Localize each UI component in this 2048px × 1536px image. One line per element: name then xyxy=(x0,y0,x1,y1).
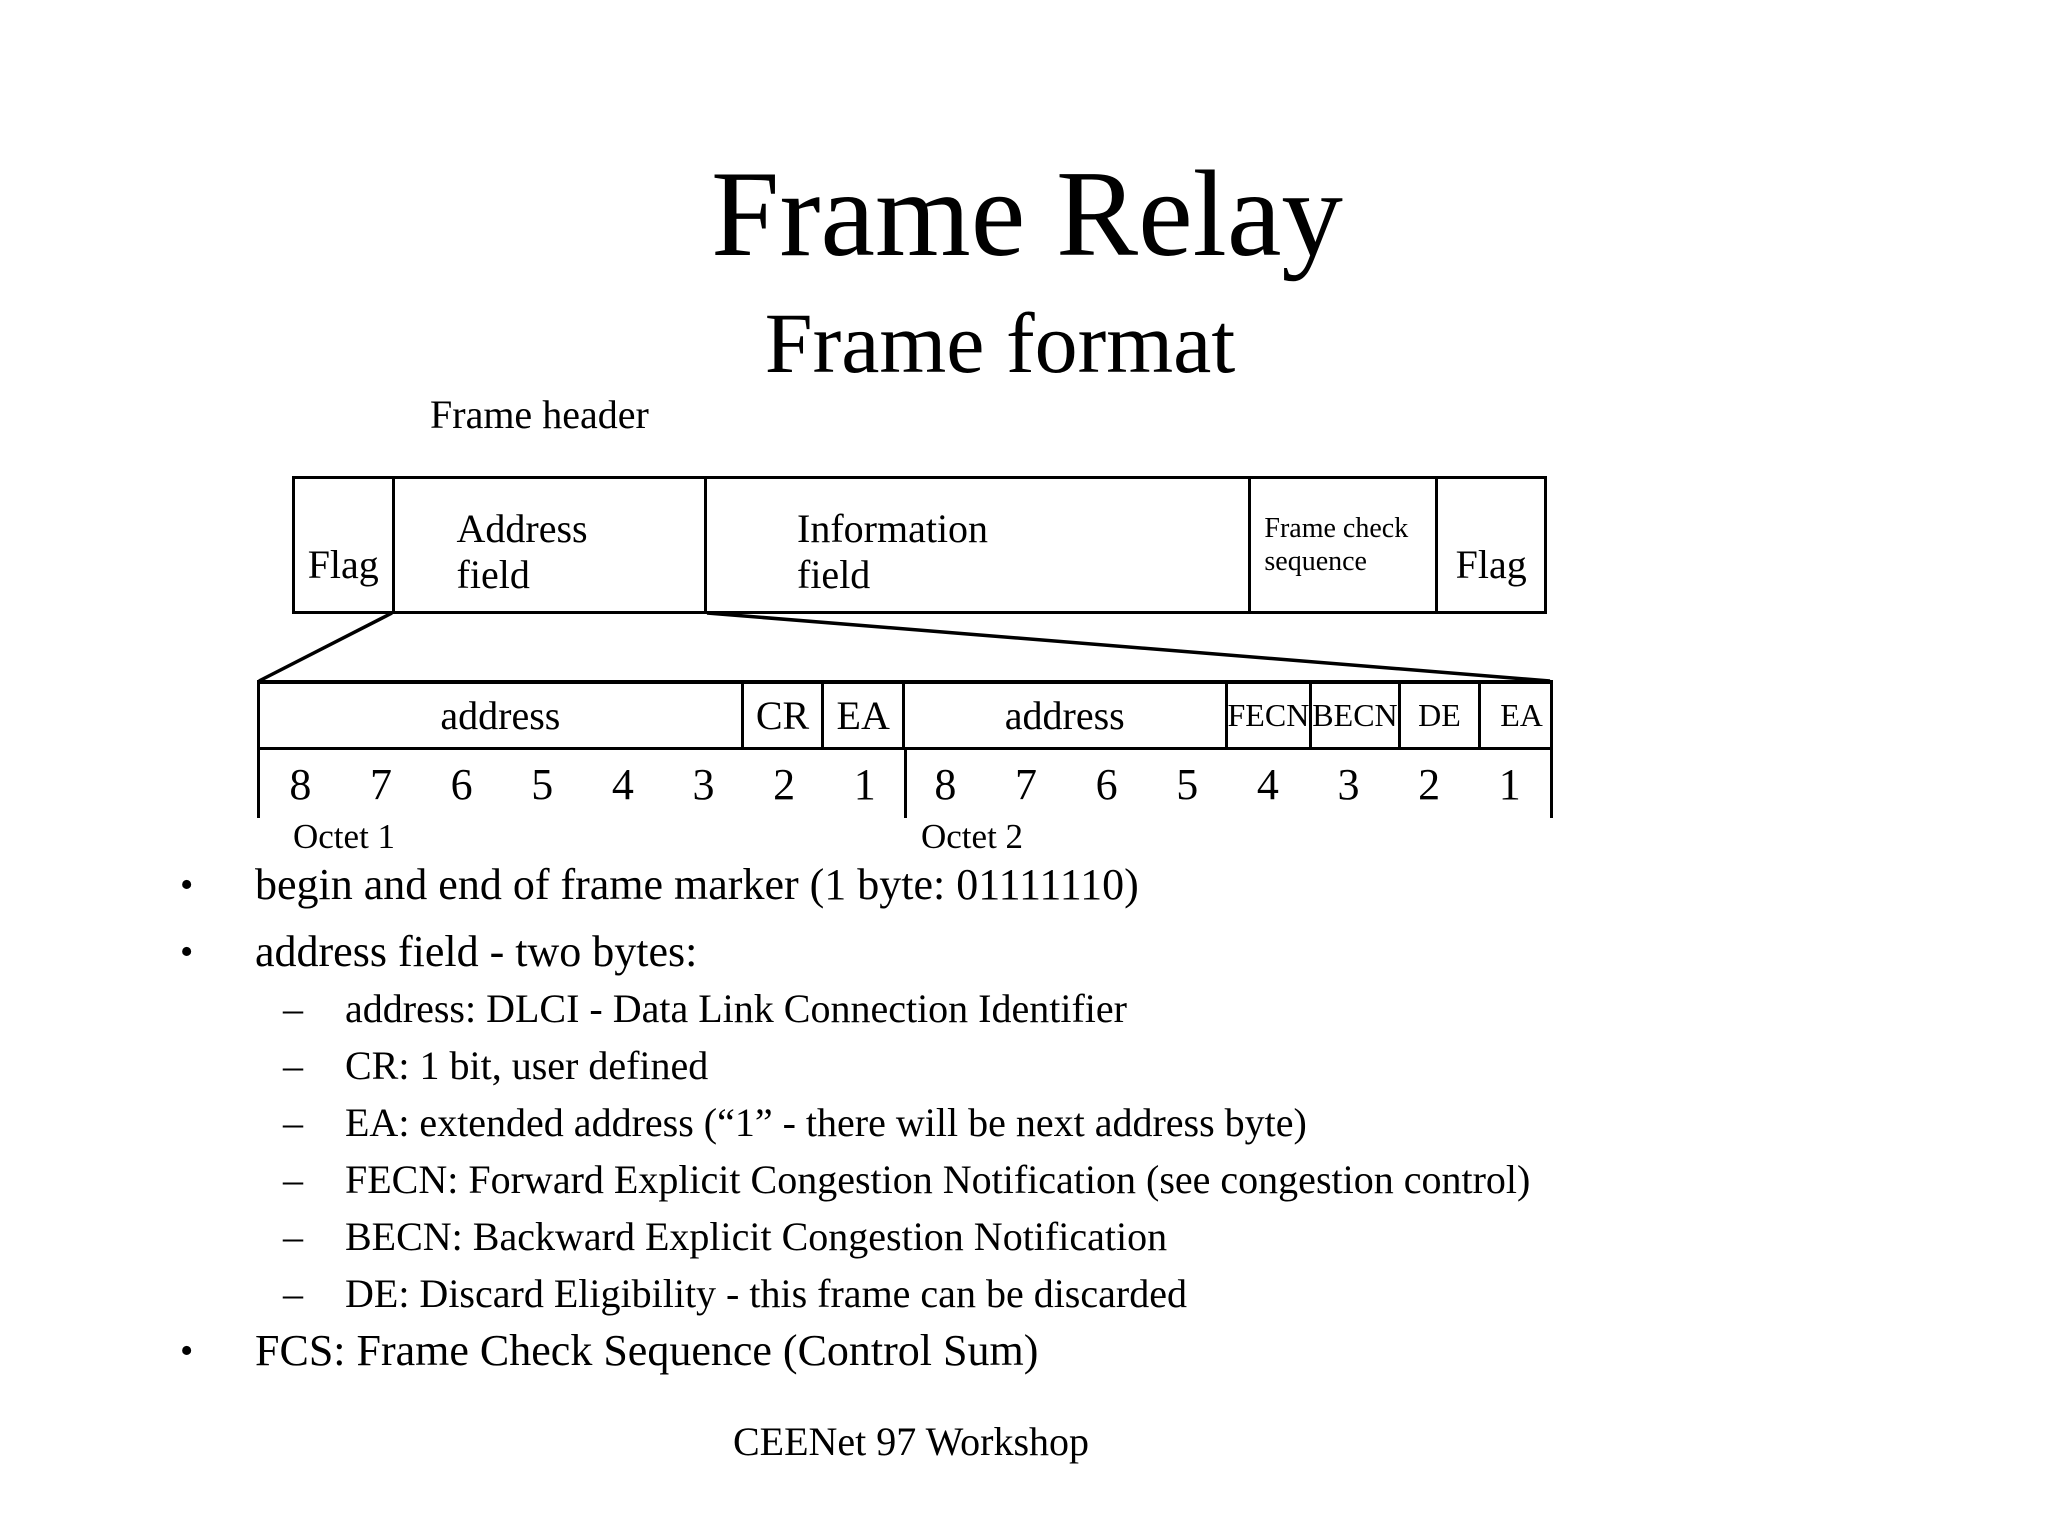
connector-line-right xyxy=(706,611,1551,683)
field-label-line: sequence xyxy=(1264,546,1367,577)
field-flag-end: Flag xyxy=(1438,479,1543,611)
bit-number: 2 xyxy=(773,759,796,809)
octet-divider-line xyxy=(904,750,907,818)
slide-title: Frame Relay xyxy=(711,145,1343,282)
connector-line-left xyxy=(258,611,393,683)
bit-number: 8 xyxy=(934,759,957,809)
detail-cell-ea-octet1: EA xyxy=(824,684,905,747)
dash-marker: – xyxy=(283,1214,303,1259)
bullet-text: BECN: Backward Explicit Congestion Notif… xyxy=(345,1214,1168,1259)
field-label-line: Information xyxy=(797,506,989,551)
field-information: Information field xyxy=(707,479,1252,611)
slide-subtitle: Frame format xyxy=(764,295,1236,391)
bullet-text: begin and end of frame marker (1 byte: 0… xyxy=(255,860,1139,909)
field-label-line: Address xyxy=(456,506,588,551)
bit-number: 4 xyxy=(1256,759,1279,809)
field-label: Flag xyxy=(307,542,379,587)
bullet-text: FECN: Forward Explicit Congestion Notifi… xyxy=(345,1157,1531,1202)
bit-number: 5 xyxy=(531,759,554,809)
dash-marker: – xyxy=(283,1100,303,1145)
dash-marker: – xyxy=(283,1043,303,1088)
field-frame-check-sequence: Frame check sequence xyxy=(1251,479,1439,611)
field-address: Address field xyxy=(395,479,707,611)
dash-marker: – xyxy=(283,986,303,1031)
bullet-text: address: DLCI - Data Link Connection Ide… xyxy=(345,986,1127,1031)
bullet-text: CR: 1 bit, user defined xyxy=(345,1043,709,1088)
bit-number: 3 xyxy=(692,759,715,809)
bit-number: 3 xyxy=(1337,759,1360,809)
detail-cell-ea-octet2: EA xyxy=(1500,697,1543,733)
bit-number: 1 xyxy=(1498,759,1521,809)
field-label: Flag xyxy=(1455,542,1527,587)
address-field-detail-diagram: address CR EA address FECN BECN DE EA xyxy=(257,680,1553,750)
detail-cell-becn: BECN xyxy=(1312,684,1401,747)
detail-cell-cr: CR xyxy=(744,684,825,747)
bit-number: 6 xyxy=(450,759,473,809)
bit-number: 2 xyxy=(1418,759,1441,809)
bullet-marker: • xyxy=(180,1330,194,1372)
bit-number: 8 xyxy=(289,759,312,809)
dash-marker: – xyxy=(283,1157,303,1202)
octet2-label: Octet 2 xyxy=(921,817,1024,856)
bullet-marker: • xyxy=(180,864,194,906)
bullet-text: DE: Discard Eligibility - this frame can… xyxy=(345,1271,1187,1316)
bit-number: 7 xyxy=(369,759,392,809)
bit-number-row: 8 7 6 5 4 3 2 1 8 7 6 5 4 3 2 1 xyxy=(257,750,1553,818)
bullet-marker: • xyxy=(180,931,194,973)
bit-number: 6 xyxy=(1095,759,1118,809)
dash-marker: – xyxy=(283,1271,303,1316)
field-label-line: Frame check xyxy=(1264,513,1409,544)
field-flag-start: Flag xyxy=(295,479,395,611)
bit-number: 1 xyxy=(853,759,876,809)
bullet-text: address field - two bytes: xyxy=(255,927,698,976)
bit-number: 7 xyxy=(1014,759,1037,809)
bullet-text: FCS: Frame Check Sequence (Control Sum) xyxy=(255,1326,1039,1375)
bit-number: 5 xyxy=(1176,759,1199,809)
detail-cell-address-octet1: address xyxy=(260,684,744,747)
field-label-line: field xyxy=(456,552,530,597)
detail-cell-de: DE xyxy=(1401,684,1482,747)
octet1-label: Octet 1 xyxy=(293,817,396,856)
slide-footer: CEENet 97 Workshop xyxy=(732,1419,1090,1464)
frame-format-diagram: Flag Address field Information field Fra… xyxy=(292,476,1547,614)
detail-cell-fecn: FECN xyxy=(1228,684,1313,747)
bit-number: 4 xyxy=(611,759,634,809)
frame-header-label: Frame header xyxy=(430,392,649,437)
detail-cell-address-octet2: address xyxy=(905,684,1228,747)
bullet-text: EA: extended address (“1” - there will b… xyxy=(345,1100,1307,1145)
field-label-line: field xyxy=(797,552,871,597)
